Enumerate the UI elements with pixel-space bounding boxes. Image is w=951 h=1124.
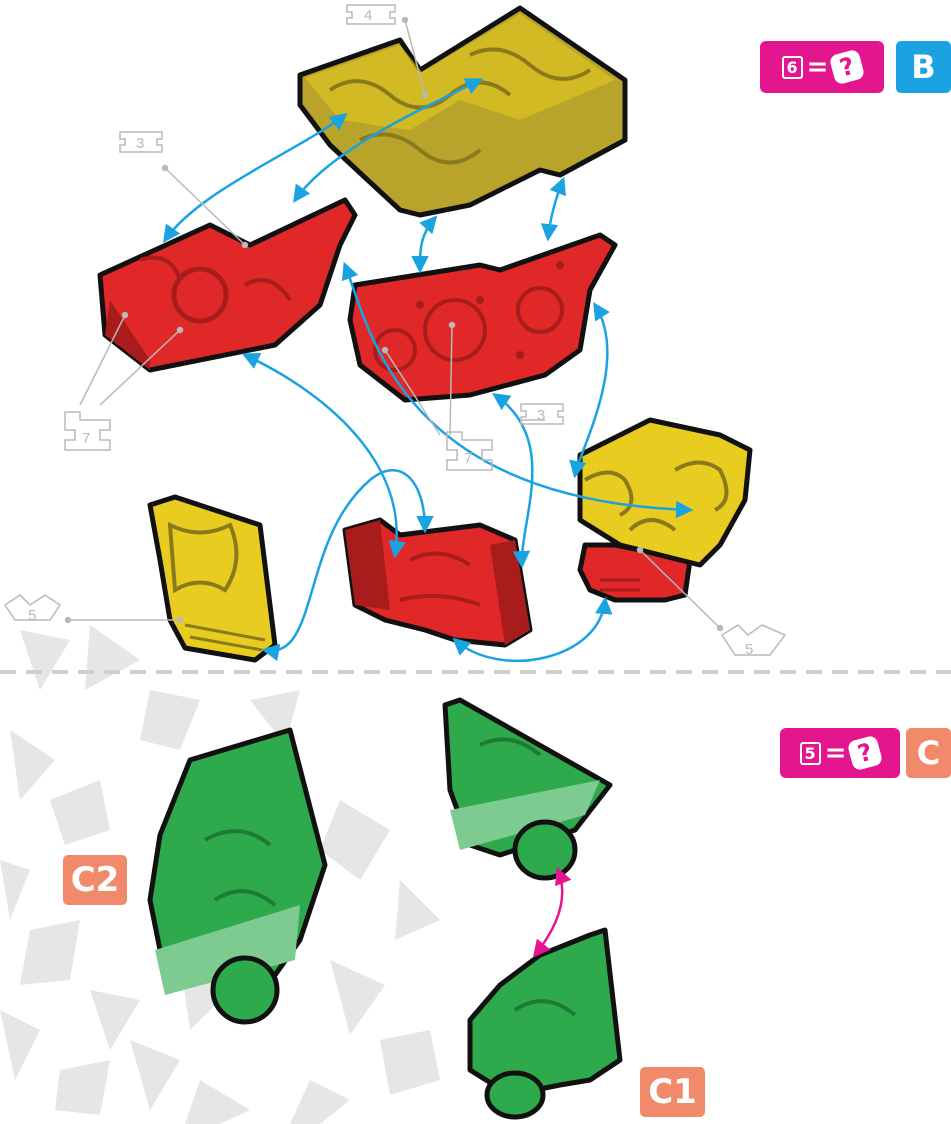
sub-step-label-c1: C1 (640, 1067, 705, 1117)
sub-step-label-c2: C2 (63, 855, 127, 905)
callout-3-top: 3 (136, 135, 144, 152)
red-piece-middle (350, 235, 615, 400)
question-icon: ? (829, 49, 866, 86)
pink-connection-arrow (535, 870, 562, 955)
connector-5-icon: 5 (800, 742, 821, 765)
green-piece-c2 (150, 730, 325, 1022)
connector-6-icon: 6 (782, 56, 803, 79)
equation-badge-c: 5 = ? (780, 728, 900, 778)
yellow-piece-lower-left (150, 497, 275, 660)
callout-7-left: 7 (82, 430, 90, 447)
callout-4: 4 (364, 7, 372, 24)
yellow-piece-top (300, 8, 625, 215)
step-badge-c: C (906, 728, 951, 778)
equals-sign: = (807, 52, 829, 82)
green-piece-c1 (470, 930, 620, 1117)
equals-sign: = (825, 738, 847, 768)
callout-5-right: 5 (745, 641, 753, 658)
green-piece-upper (445, 700, 610, 878)
step-badge-b: B (896, 41, 951, 93)
yellow-piece-right (580, 420, 750, 600)
callout-3-mid: 3 (537, 407, 545, 424)
red-piece-left (100, 200, 355, 370)
question-icon: ? (847, 735, 884, 772)
callout-7-mid: 7 (464, 450, 472, 467)
callout-5-left: 5 (28, 607, 36, 624)
red-piece-lower (345, 520, 530, 645)
equation-badge-b: 6 = ? (760, 41, 884, 93)
